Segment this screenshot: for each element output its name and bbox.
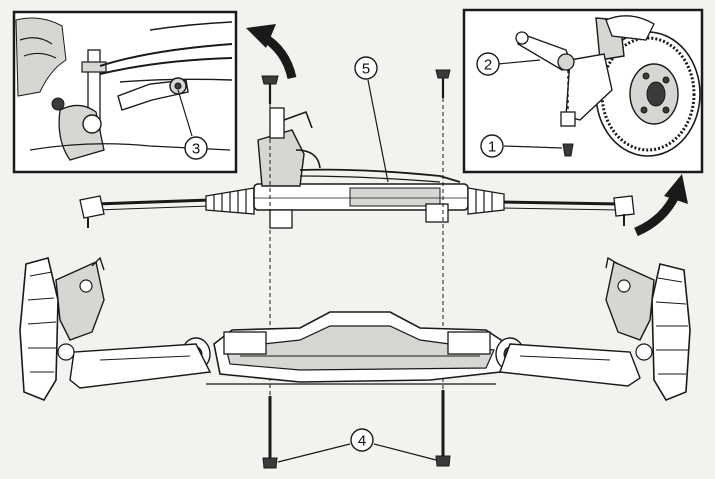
right-knuckle-hub [605, 256, 691, 401]
left-knuckle-hub [19, 256, 105, 401]
callout-5: 5 [354, 56, 378, 80]
callout-1: 1 [480, 134, 504, 158]
arrow-left-inset [246, 24, 297, 80]
front-subframe [69, 311, 641, 389]
callout-3: 3 [184, 136, 208, 160]
callout-4: 4 [350, 428, 374, 452]
callout-2-label: 2 [484, 57, 492, 74]
lower-mounting-bolts: 4 [262, 390, 451, 469]
arrow-right-inset [634, 174, 688, 237]
callout-5-label: 5 [362, 61, 370, 78]
callout-2: 2 [476, 52, 500, 76]
callout-3-label: 3 [192, 141, 200, 158]
callout-4-label: 4 [358, 433, 366, 450]
inset-right-knuckle-detail: 2 1 [462, 8, 704, 174]
inset-left-tie-rod-detail: 3 [12, 10, 238, 174]
callout-1-label: 1 [488, 139, 496, 156]
steering-rack-assembly: 5 [79, 56, 635, 229]
